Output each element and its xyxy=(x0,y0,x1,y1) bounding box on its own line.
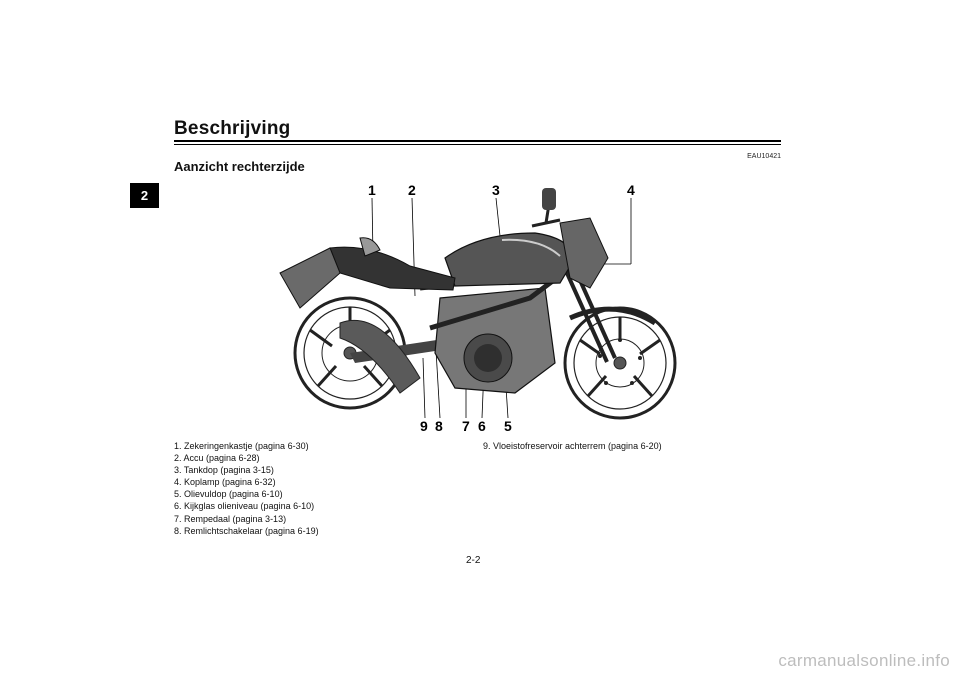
callout-5: 5 xyxy=(504,418,512,434)
legend-item: 5. Olievuldop (pagina 6-10) xyxy=(174,489,283,500)
fuel-tank xyxy=(444,232,576,287)
section-title: Aanzicht rechterzijde xyxy=(174,159,305,174)
seat xyxy=(329,246,456,291)
legend-item: 8. Remlichtschakelaar (pagina 6-19) xyxy=(174,525,319,536)
front-wheel xyxy=(563,306,677,420)
legend-right: 9. Vloeistofreservoir achterrem (pagina … xyxy=(483,440,662,452)
callout-8: 8 xyxy=(435,418,443,434)
legend-item: 6. Kijkglas olieniveau (pagina 6-10) xyxy=(174,501,315,512)
headlight xyxy=(559,217,609,289)
legend-item: 4. Koplamp (pagina 6-32) xyxy=(174,477,276,488)
callout-1: 1 xyxy=(368,182,376,198)
legend-item: 7. Rempedaal (pagina 3-13) xyxy=(174,513,287,524)
legend-item: 1. Zekeringenkastje (pagina 6-30) xyxy=(174,441,309,451)
callout-2: 2 xyxy=(408,182,416,198)
title-rule-thin xyxy=(174,144,781,145)
callout-6: 6 xyxy=(478,418,486,434)
title-rule xyxy=(174,140,781,142)
page-number: 2-2 xyxy=(466,555,481,566)
callout-7: 7 xyxy=(462,418,470,434)
callout-3: 3 xyxy=(492,182,500,198)
callout-4: 4 xyxy=(627,182,635,198)
callout-9: 9 xyxy=(420,418,428,434)
page-title: Beschrijving xyxy=(174,118,291,139)
legend-item: 3. Tankdop (pagina 3-15) xyxy=(174,465,274,476)
legend-item: 9. Vloeistofreservoir achterrem (pagina … xyxy=(483,441,662,451)
document-code: EAU10421 xyxy=(747,153,781,160)
chapter-tab: 2 xyxy=(130,183,159,208)
watermark: carmanualsonline.info xyxy=(778,651,950,670)
legend-left: 1. Zekeringenkastje (pagina 6-30) 2. Acc… xyxy=(174,440,319,537)
motorcycle-illustration: 1 2 3 4 9 8 7 6 5 xyxy=(270,178,690,435)
legend-item: 2. Accu (pagina 6-28) xyxy=(174,453,260,464)
